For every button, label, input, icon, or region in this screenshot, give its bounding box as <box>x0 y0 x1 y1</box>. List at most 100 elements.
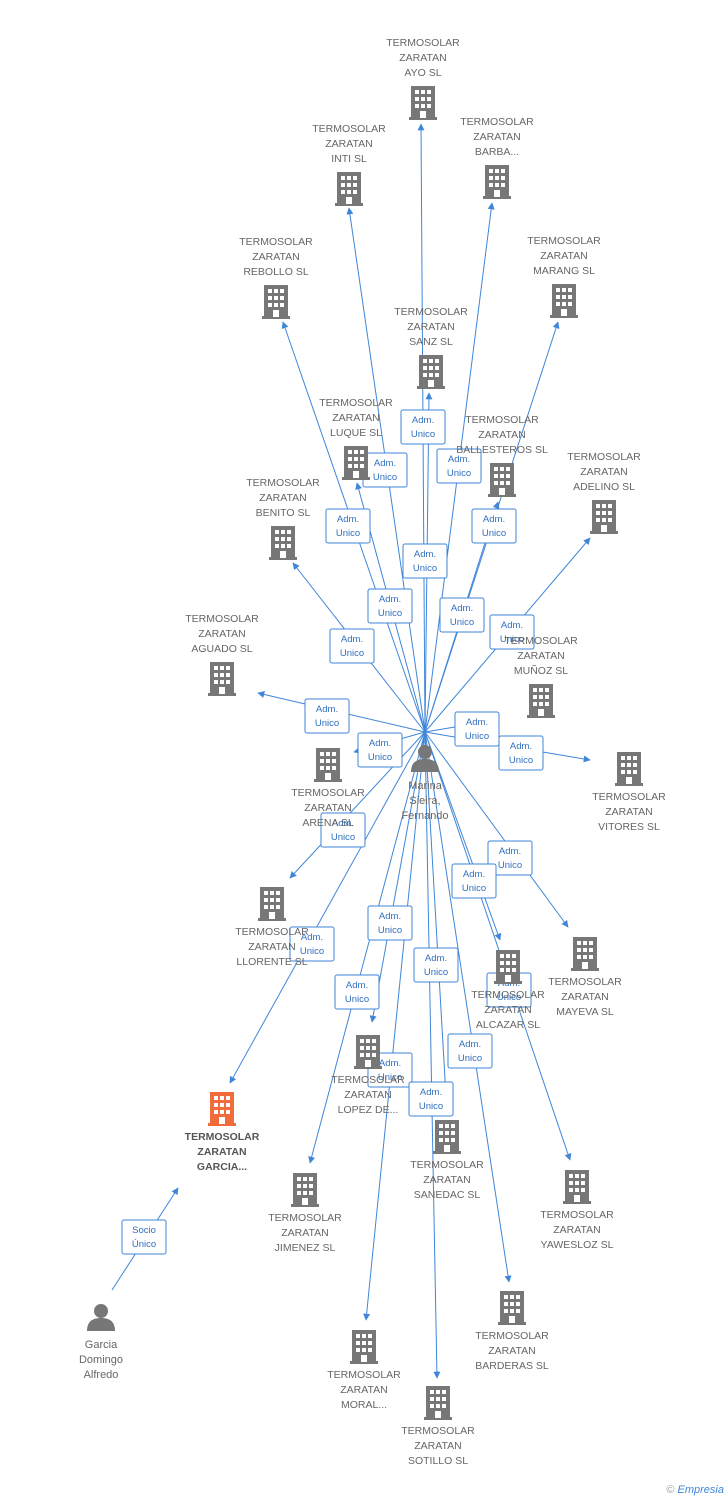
adm-unico-label-barderas[interactable]: Adm. Unico <box>447 1033 493 1069</box>
building-icon <box>258 887 286 921</box>
edge-label-text: Unico <box>315 718 339 729</box>
adm-unico-label-ballesteros[interactable]: Adm.Unico <box>439 597 485 633</box>
adm-unico-label-jimenez[interactable]: Adm. Unico <box>334 974 380 1010</box>
edge-highlight <box>229 731 426 1084</box>
building-icon <box>424 1386 452 1420</box>
edge-label-text: Unico <box>345 994 369 1005</box>
company-node-highlight[interactable]: TERMOSOLARZARATANGARCIA... <box>185 1092 260 1173</box>
company-label: JIMENEZ SL <box>275 1242 336 1254</box>
company-label: ZARATAN <box>605 806 652 818</box>
company-label: ZARATAN <box>473 131 520 143</box>
edge-label-text: Adm. <box>346 980 368 991</box>
edge-barderas <box>424 731 512 1283</box>
edge-label-text: Unico <box>462 883 486 894</box>
company-label: AGUADO SL <box>191 643 252 655</box>
company-label: BENITO SL <box>256 507 311 519</box>
building-icon <box>262 285 290 319</box>
edge-label-text: Adm. <box>341 634 363 645</box>
edge-label-text: Adm. <box>451 603 473 614</box>
adm-unico-label-sanedac[interactable]: Adm.Unico <box>413 947 459 983</box>
company-label: TERMOSOLAR <box>540 1209 614 1221</box>
adm-unico-label-benito[interactable]: Adm.Unico <box>329 628 375 664</box>
adm-unico-label-barba[interactable]: Adm.Unico <box>436 448 482 484</box>
edge-label-text: Adm. <box>379 911 401 922</box>
adm-unico-label-inti[interactable]: Adm.Unico <box>362 452 408 488</box>
edge-label-text: Adm. <box>301 932 323 943</box>
company-label: TERMOSOLAR <box>185 1131 260 1143</box>
building-icon <box>494 950 522 984</box>
company-label: ZARATAN <box>488 1345 535 1357</box>
building-icon <box>409 86 437 120</box>
adm-unico-label-llorente[interactable]: Adm.Unico <box>320 812 366 848</box>
adm-unico-label-arena[interactable]: Adm.Unico <box>357 732 403 768</box>
company-label: SOTILLO SL <box>408 1455 468 1467</box>
person-label: Marina <box>408 780 443 792</box>
building-icon <box>498 1291 526 1325</box>
company-label: ZARATAN <box>423 1174 470 1186</box>
adm-unico-label-sotillo[interactable]: Adm.Unico <box>408 1081 454 1117</box>
edge-label-text: Adm. <box>459 1039 481 1050</box>
building-icon <box>571 937 599 971</box>
adm-unico-label-rebollo[interactable]: Adm.Unico <box>325 508 371 544</box>
company-label: TERMOSOLAR <box>460 116 534 128</box>
adm-unico-label-ayo[interactable]: Adm.Unico <box>400 409 446 445</box>
adm-unico-label-sanz[interactable]: Adm.Unico <box>402 543 448 579</box>
edge-label-text: Unico <box>497 992 521 1003</box>
adm-unico-label-adelino[interactable]: Adm.Unico <box>489 614 535 650</box>
edge-label-text: Unico <box>498 860 522 871</box>
company-label: TERMOSOLAR <box>185 613 259 625</box>
adm-unico-label-highlight[interactable]: Adm.Unico <box>289 926 335 962</box>
company-node-moral[interactable]: TERMOSOLARZARATANMORAL... <box>327 1330 401 1411</box>
brand-name: Empresia <box>677 1484 724 1496</box>
edge-label-text: Unico <box>368 752 392 763</box>
adm-unico-label-aguado[interactable]: Adm. Unico <box>304 698 350 734</box>
edge-label-text: Adm. <box>316 704 338 715</box>
company-node-barba[interactable]: TERMOSOLARZARATANBARBA... <box>460 116 534 199</box>
company-label: ZARATAN <box>561 991 608 1003</box>
adm-unico-label-marang[interactable]: Adm.Unico <box>471 508 517 544</box>
building-icon <box>527 684 555 718</box>
edge-label-text: Unico <box>500 634 524 645</box>
edge-label-text: Adm. <box>379 1058 401 1069</box>
edge-moral <box>363 731 426 1321</box>
adm-unico-label-mayeva[interactable]: Adm.Unico <box>487 840 533 876</box>
edge-jimenez <box>308 731 426 1164</box>
adm-unico-label-vitores[interactable]: Adm.Unico <box>498 735 544 771</box>
company-label: AYO SL <box>404 67 441 79</box>
building-icon <box>314 748 342 782</box>
company-label: ZARATAN <box>325 138 372 150</box>
adm-unico-label-luque[interactable]: Adm.Unico <box>367 588 413 624</box>
company-label: TERMOSOLAR <box>592 791 666 803</box>
adm-unico-label-munoz[interactable]: Adm.Unico <box>454 711 500 747</box>
edge-label-text: Unico <box>458 1053 482 1064</box>
adm-unico-label-lopez[interactable]: Adm.Unico <box>367 905 413 941</box>
building-icon <box>590 500 618 534</box>
building-icon <box>335 172 363 206</box>
adm-unico-label-alcazar[interactable]: Adm.Unico <box>451 863 497 899</box>
